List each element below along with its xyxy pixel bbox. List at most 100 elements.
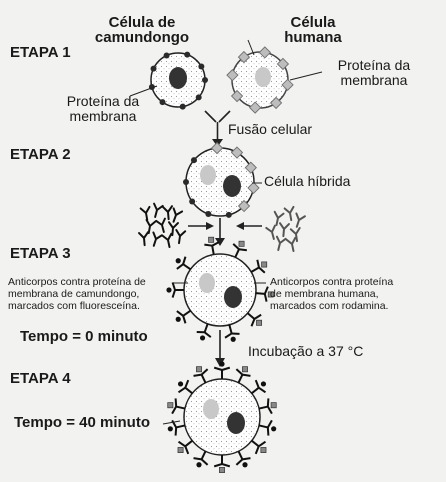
human-protein-marker: [226, 69, 239, 82]
human-protein-marker: [276, 57, 290, 71]
antibody-stem: [211, 245, 215, 255]
mouse-protein-marker: [190, 157, 197, 164]
antibody-arm: [203, 331, 212, 338]
stage4-mixed-proteins: [167, 361, 277, 473]
human-protein-marker: [237, 50, 251, 64]
antibody-stem: [182, 263, 192, 271]
antibody-arm: [171, 406, 178, 415]
stage-4-label: ETAPA 4: [10, 370, 71, 387]
antibody-arm: [258, 440, 267, 448]
time-forty-label: Tempo = 40 minuto: [14, 414, 150, 431]
mouse-antibody-note-line3: marcados com fluoresceína.: [8, 300, 140, 312]
antibody-arm: [254, 445, 260, 455]
human-protein-marker: [230, 146, 244, 159]
mouse-protein-marker: [202, 77, 208, 83]
antibody-arm: [256, 259, 260, 268]
fluorescein-tag: [199, 335, 206, 341]
antibody-stem: [258, 405, 269, 410]
antibody-stem: [255, 292, 265, 295]
antibody-arm: [221, 463, 231, 468]
mouse-protein-marker: [189, 198, 196, 205]
antibody-stem: [203, 323, 209, 333]
rhodamine-tag: [261, 261, 268, 268]
mouse-cell-title-line1: Célula de: [108, 14, 176, 31]
antibody-arm: [235, 368, 244, 376]
human-cell: [226, 46, 294, 114]
mouse-antibody-note-line2: membrana de camundongo,: [8, 288, 140, 300]
mouse-protein-marker: [183, 179, 189, 185]
fluorescein-tag: [167, 426, 173, 432]
rhodamine-tag: [196, 366, 202, 373]
fusion-label: Fusão celular: [228, 121, 313, 137]
antibody-icon: [283, 205, 295, 222]
mouse-protein-label-line2: membrana: [69, 108, 137, 124]
antibody-arm: [184, 445, 190, 455]
antibody-stem: [234, 248, 240, 258]
human-antibody-note-line1: Anticorpos contra proteína: [270, 276, 394, 288]
time-zero-label: Tempo = 0 minuto: [20, 328, 148, 345]
fluorescein-tag: [196, 462, 202, 468]
antibody-stem: [184, 386, 193, 395]
rhodamine-tag: [167, 402, 174, 409]
antibody-icon: [295, 212, 306, 228]
fluorescein-tag: [271, 426, 277, 432]
antibody-arm: [266, 406, 273, 415]
human-protein-marker: [269, 96, 283, 110]
antibody-icon: [273, 210, 285, 227]
antibody-arm: [258, 266, 266, 274]
incubation-label: Incubação a 37 °C: [248, 343, 364, 359]
antibody-icon: [175, 229, 187, 245]
antibody-stem: [258, 424, 269, 429]
antibody-icon: [161, 232, 173, 249]
stage-1-label: ETAPA 1: [10, 44, 71, 61]
fusion-arrow: [204, 110, 231, 147]
mouse-antibodies: [138, 202, 187, 249]
antibody-arm: [193, 457, 202, 461]
stage3-cell: [166, 236, 274, 342]
antibody-arm: [258, 386, 267, 394]
antibody-stem: [200, 450, 207, 460]
antibody-stem: [251, 386, 260, 395]
antibody-icon: [275, 235, 287, 251]
rhodamine-tag: [242, 366, 248, 373]
antibody-icon: [162, 205, 174, 221]
antibody-arm: [238, 248, 247, 252]
antibody-arm: [176, 310, 184, 317]
human-protein-label: Proteína da membrana: [324, 58, 424, 88]
human-protein-marker: [247, 181, 260, 195]
mouse-protein-marker: [159, 99, 166, 106]
human-protein-marker: [237, 199, 251, 213]
mouse-protein-marker: [184, 51, 191, 58]
rhodamine-tag: [177, 447, 184, 453]
human-cell-title: Célula humana: [268, 15, 358, 45]
antibody-stem: [175, 424, 186, 429]
rhodamine-tag: [256, 319, 263, 326]
human-nucleus: [255, 67, 271, 87]
antibody-arm: [193, 373, 202, 377]
stage-3-label: ETAPA 3: [10, 245, 71, 262]
rhodamine-tag: [208, 236, 215, 243]
stage3-labeled-proteins: [166, 236, 274, 342]
antibody-arm: [174, 427, 178, 436]
hybrid-cell: [183, 141, 260, 218]
mouse-nucleus: [169, 67, 187, 89]
human-antibody-note: Anticorpos contra proteína de membrana h…: [270, 276, 393, 312]
fluorescein-tag: [175, 258, 181, 264]
antibody-icon: [138, 231, 150, 247]
antibody-arm: [250, 318, 256, 327]
mouse-protein-marker: [198, 63, 205, 70]
mouse-protein-marker: [225, 211, 232, 218]
antibody-arm: [266, 427, 270, 436]
human-antibody-note-line2: de membrana humana,: [270, 288, 379, 300]
antibody-arm: [211, 241, 220, 247]
antibody-icon: [153, 202, 164, 218]
mouse-antibody-note: Anticorpos contra proteína de membrana d…: [8, 276, 146, 312]
antibody-arm: [177, 386, 186, 394]
mouse-protein-marker: [179, 103, 186, 110]
mouse-membrane-proteins: [148, 51, 208, 110]
fluorescein-tag: [260, 381, 267, 387]
antibody-icon: [278, 222, 290, 238]
hybrid-nucleus-human: [200, 165, 216, 185]
antibody-stem: [251, 439, 260, 448]
mouse-protein-label-line1: Proteína da: [66, 93, 140, 109]
